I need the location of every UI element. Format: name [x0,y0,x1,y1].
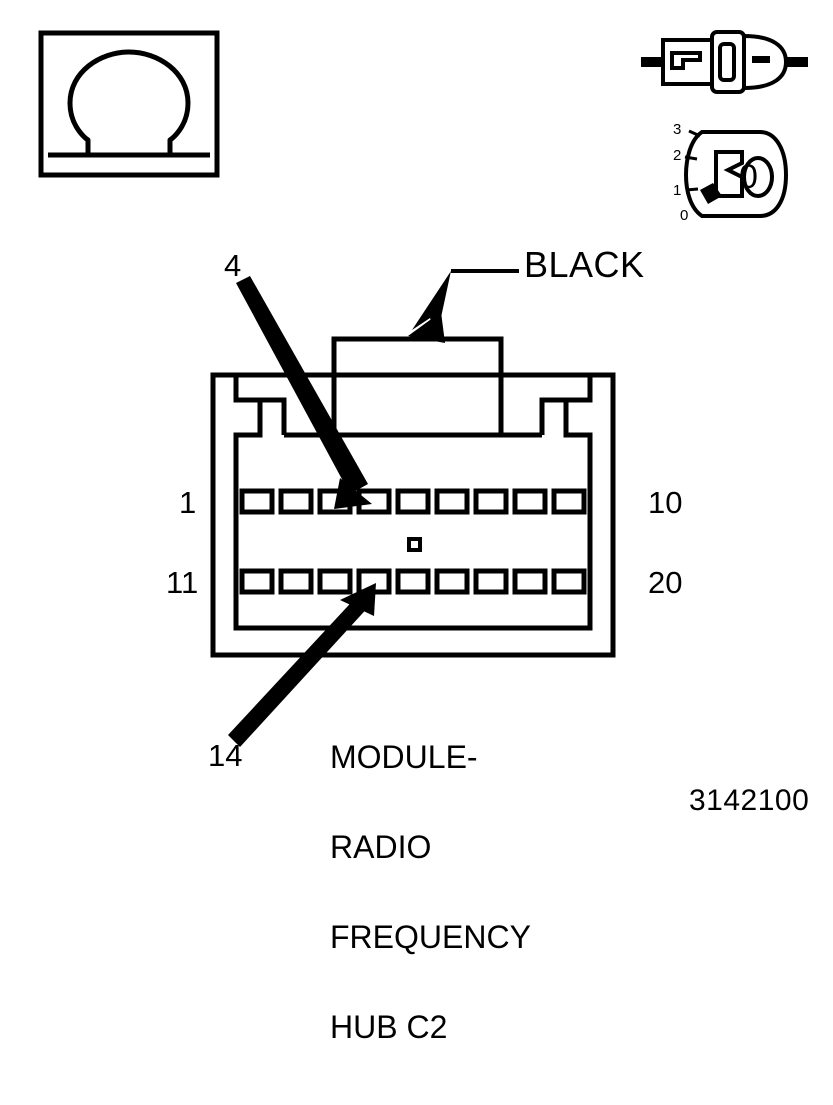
component-caption: MODULE- RADIO FREQUENCY HUB C2 [330,682,531,1102]
connector-plug-icon [641,30,808,94]
callout-cavity-14: 14 [208,738,243,773]
pin-label-row2-left: 11 [166,565,199,600]
pin-row-top [239,488,587,515]
caption-line-2: RADIO [330,829,432,865]
diagram-graphics [38,30,808,747]
connector-color-label: BLACK [524,244,645,285]
caption-line-4: HUB C2 [330,1009,448,1045]
ignition-position-2: 2 [673,147,682,164]
leader-arrow-black [408,269,519,343]
pin-row-bottom [239,568,587,595]
diagram-sheet: BLACK 4 14 1 10 11 20 MODULE- RADIO FREQ… [38,30,810,1043]
leader-arrow-cavity-4 [236,276,372,509]
caption-line-1: MODULE- [330,739,478,775]
ignition-switch-icon [683,129,789,218]
pin-label-row2-right: 20 [648,565,683,600]
callout-cavity-4: 4 [224,248,242,283]
part-number: 3142100 [689,784,810,817]
caption-line-3: FREQUENCY [330,919,531,955]
ignition-position-3: 3 [673,121,682,138]
ignition-position-0: 0 [680,207,689,224]
ignition-key-label: 0 [739,158,758,196]
ignition-position-1: 1 [673,182,682,199]
leader-arrow-cavity-14 [228,583,376,747]
pin-label-row1-right: 10 [648,485,683,520]
pin-label-row1-left: 1 [179,485,197,520]
ohm-meter-icon [38,30,220,178]
